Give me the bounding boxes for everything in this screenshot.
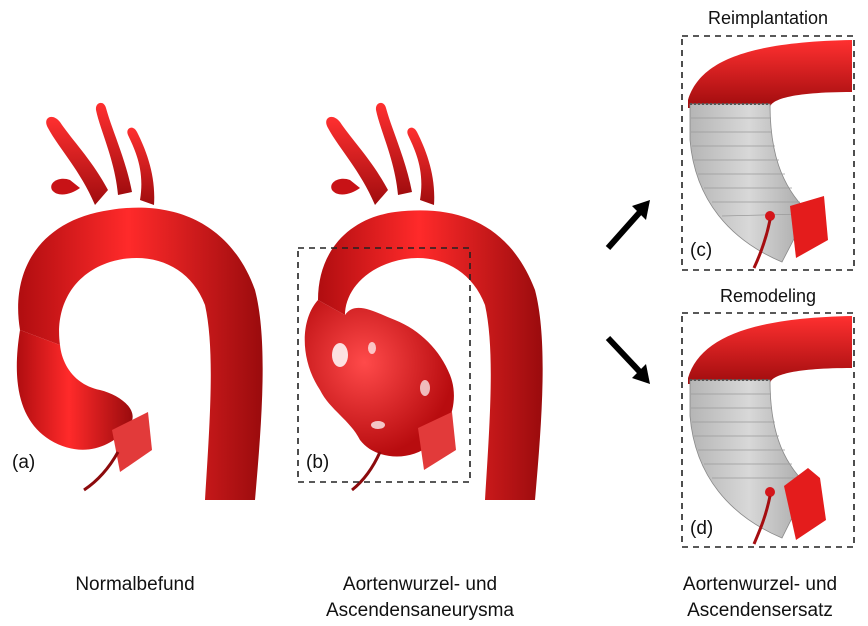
- arrow-up-right-icon: [608, 200, 650, 248]
- panel-d-letter: (d): [690, 518, 713, 540]
- aorta-normal: [17, 103, 263, 500]
- reimplantation-title: Reimplantation: [682, 8, 854, 29]
- caption-aneurysm-line2: Ascendensaneurysma: [300, 598, 540, 624]
- aorta-aneurysm: [305, 103, 543, 500]
- remodeling-title: Remodeling: [682, 286, 854, 307]
- remodeling-panel: [682, 313, 854, 547]
- caption-replacement-line2: Ascendensersatz: [652, 598, 868, 624]
- panel-a-letter: (a): [12, 452, 35, 474]
- panel-c-letter: (c): [690, 240, 712, 262]
- reimplantation-panel: [682, 36, 854, 270]
- caption-normal: Normalbefund: [40, 572, 230, 598]
- caption-replacement-line1: Aortenwurzel- und: [652, 572, 868, 598]
- arrow-down-right-icon: [608, 338, 650, 384]
- panel-b-letter: (b): [306, 452, 329, 474]
- caption-aneurysm-line1: Aortenwurzel- und: [300, 572, 540, 598]
